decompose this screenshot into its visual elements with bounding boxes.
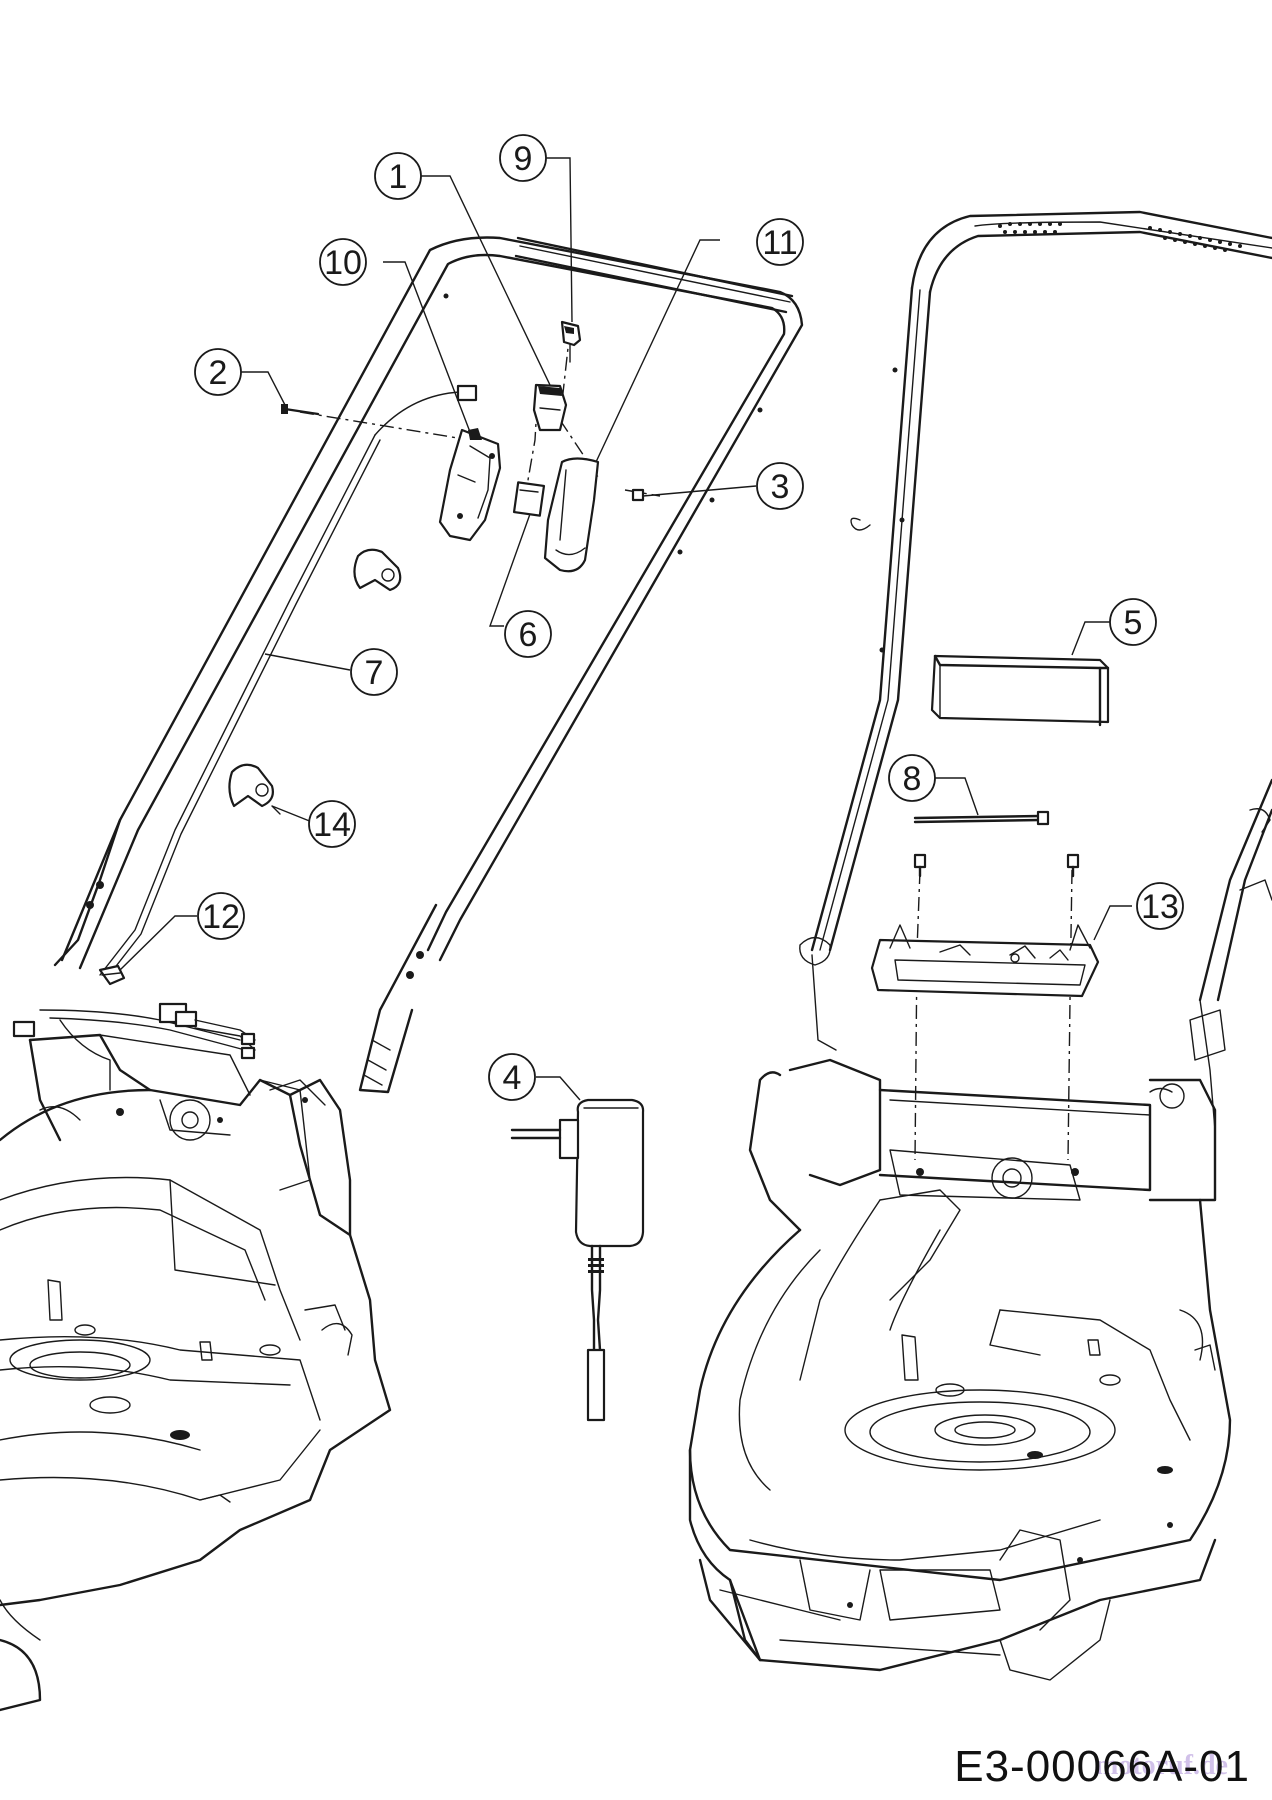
svg-text:4: 4 (503, 1059, 522, 1097)
callout-11: 11 (756, 218, 804, 266)
svg-text:7: 7 (365, 654, 384, 692)
callout-5: 5 (1109, 598, 1157, 646)
part-switch (532, 383, 568, 432)
assembly-lines (299, 329, 1073, 1161)
part-key (560, 320, 582, 363)
callout-9: 9 (499, 134, 547, 182)
svg-text:13: 13 (1141, 888, 1179, 926)
left-wiring-harness (12, 1002, 256, 1121)
svg-text:14: 14 (313, 806, 351, 844)
callout-6: 6 (504, 610, 552, 658)
svg-text:9: 9 (514, 140, 533, 178)
part-cable-clip-upper (353, 548, 402, 592)
leader-lines (119, 157, 1132, 1101)
part-bolt (281, 404, 320, 416)
svg-text:6: 6 (519, 616, 538, 654)
svg-text:1: 1 (389, 158, 408, 196)
part-screws (913, 853, 1080, 878)
left-mower-deck (0, 1033, 392, 1712)
right-mower-deck (688, 1058, 1232, 1681)
watermark: motoruf.de (1095, 1750, 1228, 1781)
callout-10: 10 (319, 238, 367, 286)
callout-14: 14 (308, 800, 356, 848)
part-small-clip (98, 964, 126, 986)
part-battery (930, 654, 1110, 727)
part-battery-tray (870, 924, 1100, 998)
svg-text:12: 12 (202, 898, 240, 936)
svg-text:3: 3 (771, 468, 790, 506)
callout-8: 8 (888, 754, 936, 802)
part-charger (510, 1098, 645, 1422)
part-cable-clip (228, 763, 281, 815)
callout-12: 12 (197, 892, 245, 940)
callout-13: 13 (1136, 882, 1184, 930)
svg-text:8: 8 (903, 760, 922, 798)
part-rod (913, 810, 1050, 826)
callout-2: 2 (194, 348, 242, 396)
svg-text:10: 10 (324, 244, 362, 282)
part-nut (631, 488, 645, 502)
callout-7: 7 (350, 648, 398, 696)
part-switch-housing (438, 428, 502, 542)
part-switch-cover (543, 457, 600, 573)
callout-1: 1 (374, 152, 422, 200)
callout-3: 3 (756, 462, 804, 510)
diagram-code: E3-00066A-01 (954, 1742, 1250, 1791)
part-connector (512, 481, 546, 517)
svg-text:2: 2 (209, 354, 228, 392)
right-handle-frame (799, 210, 1272, 1131)
left-handle-frame (53, 236, 804, 1094)
svg-text:11: 11 (762, 224, 797, 262)
svg-text:5: 5 (1124, 604, 1143, 642)
callout-4: 4 (488, 1053, 536, 1101)
